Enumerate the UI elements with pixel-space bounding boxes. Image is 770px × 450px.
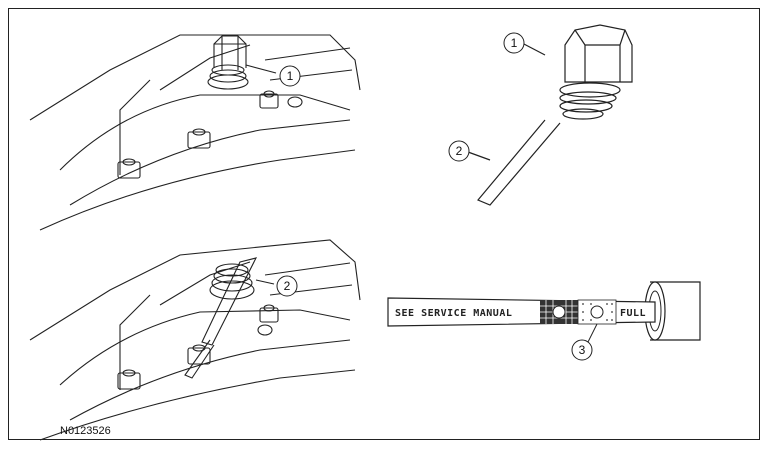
callout-label-bottom-right: 3 bbox=[579, 343, 586, 357]
dipstick-full-label: FULL bbox=[620, 308, 646, 319]
dipstick-text: SEE SERVICE MANUAL bbox=[395, 308, 512, 319]
engine-bottom-left bbox=[29, 239, 361, 441]
callout-label-plug: 1 bbox=[511, 36, 518, 50]
max-mark-icon bbox=[590, 305, 604, 319]
min-mark-icon bbox=[552, 305, 566, 319]
callout-circle bbox=[503, 32, 525, 54]
callout-circle bbox=[571, 339, 593, 361]
callout-label-top-left: 1 bbox=[287, 69, 294, 83]
plug-detail bbox=[467, 24, 633, 206]
callout-label-stick: 2 bbox=[456, 144, 463, 158]
dipstick-detail: SEE SERVICE MANUAL FULL bbox=[387, 281, 701, 343]
figure-id: N0123526 bbox=[60, 425, 111, 437]
illustration-frame bbox=[8, 8, 760, 440]
callout-circle bbox=[279, 65, 301, 87]
engine-top-left bbox=[29, 34, 361, 231]
callout-circle bbox=[448, 140, 470, 162]
callout-label-bottom-left: 2 bbox=[284, 279, 291, 293]
callout-circle bbox=[276, 275, 298, 297]
